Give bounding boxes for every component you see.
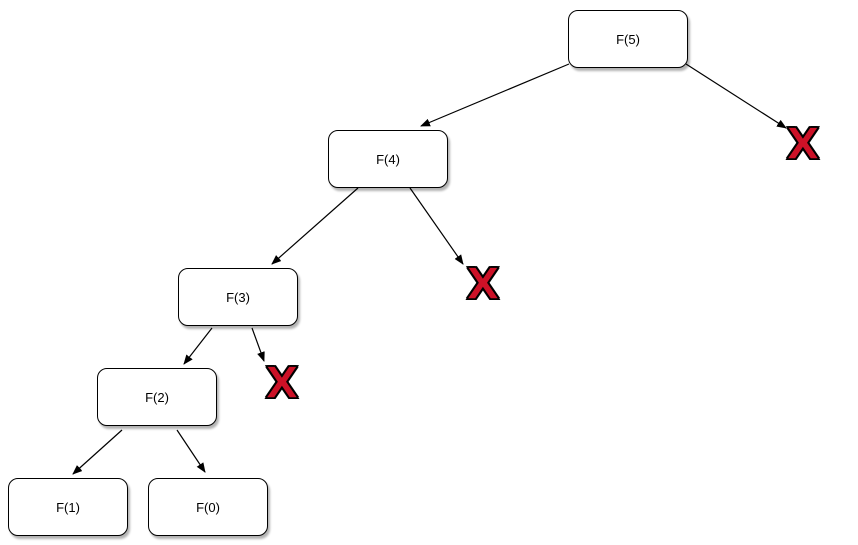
node-f1-label: F(1): [56, 499, 80, 515]
edge-f2-f1: [72, 429, 123, 475]
node-f5-label: F(5): [616, 31, 640, 47]
x-mark-under-f3: X: [264, 358, 299, 409]
node-f4-label: F(4): [376, 151, 400, 167]
edge-f5-x: [685, 63, 787, 129]
x-mark-under-f5: X: [785, 119, 820, 170]
edge-f4-f3: [271, 187, 359, 265]
edge-f5-f4: [420, 63, 570, 127]
node-f4: F(4): [328, 130, 448, 188]
node-f2: F(2): [97, 368, 217, 426]
node-f2-label: F(2): [145, 389, 169, 405]
node-f3: F(3): [178, 268, 298, 326]
node-f0: F(0): [148, 478, 268, 536]
node-f1: F(1): [8, 478, 128, 536]
node-f5: F(5): [568, 10, 688, 68]
edge-f2-f0: [176, 429, 206, 473]
x-mark-under-f4: X: [465, 259, 500, 310]
node-f0-label: F(0): [196, 499, 220, 515]
node-f3-label: F(3): [226, 289, 250, 305]
edge-f3-f2: [183, 327, 213, 365]
edge-f4-x: [409, 187, 464, 265]
edge-f3-x: [251, 327, 265, 362]
